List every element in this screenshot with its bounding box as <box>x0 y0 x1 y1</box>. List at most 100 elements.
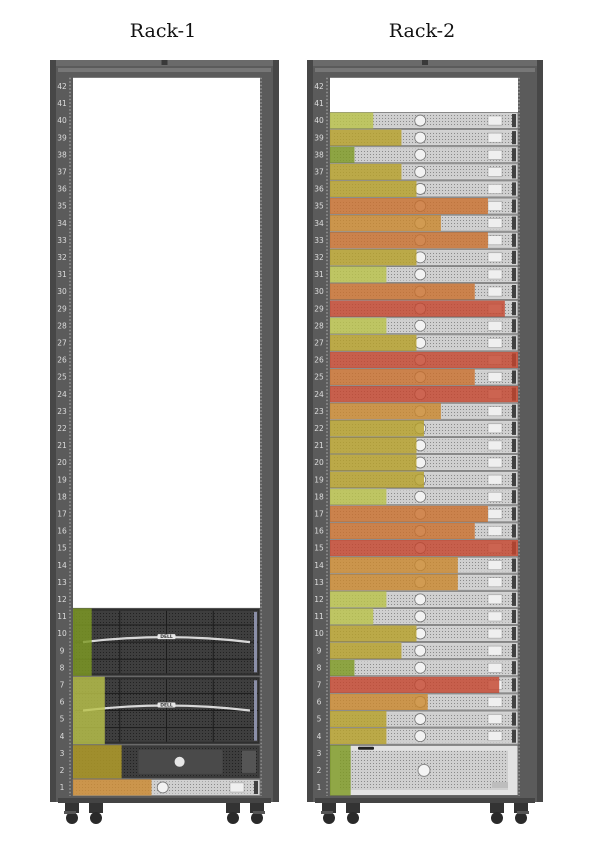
server-label-plate <box>487 526 503 536</box>
device-server2u[interactable] <box>72 744 261 779</box>
unit-number: 8 <box>317 663 322 672</box>
device-server1u[interactable] <box>329 608 519 625</box>
rack-foot <box>64 811 76 814</box>
device-server1u[interactable] <box>329 471 519 489</box>
rack-1: Rack-1 123456789101112131415161718192021… <box>50 20 279 824</box>
utilization-bar <box>330 745 351 796</box>
device-server1u[interactable] <box>329 590 519 608</box>
dell-logo-icon <box>414 713 427 725</box>
device-server1u[interactable] <box>329 180 519 198</box>
device-server1u[interactable] <box>329 727 519 745</box>
unit-number: 16 <box>314 527 324 536</box>
unit-number: 2 <box>317 766 322 775</box>
device-server1u[interactable] <box>329 300 519 318</box>
device-server1u[interactable] <box>329 317 519 335</box>
rack-caster-mount <box>65 803 79 813</box>
device-server1u[interactable] <box>329 436 519 454</box>
utilization-bar <box>73 608 92 676</box>
device-server1u[interactable] <box>329 351 519 369</box>
device-server1u[interactable] <box>329 112 519 130</box>
utilization-bar <box>330 369 475 386</box>
dell-logo-plate <box>157 634 176 640</box>
rack-caster-wheel <box>491 812 503 824</box>
rack-caster-mount <box>250 803 264 813</box>
unit-number: 19 <box>314 475 324 484</box>
device-server1u[interactable] <box>329 659 519 677</box>
unit-number: 24 <box>57 390 67 399</box>
device-server1u[interactable] <box>329 454 519 472</box>
utilization-bar <box>73 779 152 796</box>
device-server1u[interactable] <box>329 231 519 249</box>
utilization-bar <box>330 198 488 215</box>
device-server1u[interactable] <box>329 163 519 181</box>
dell-logo-icon <box>414 319 427 332</box>
device-storage[interactable]: DELL <box>72 676 261 745</box>
device-server1u[interactable] <box>72 779 261 796</box>
device-server1u[interactable] <box>329 625 519 643</box>
device-server1u[interactable] <box>329 539 519 557</box>
unit-number: 26 <box>57 356 67 365</box>
unit-number: 25 <box>57 373 67 382</box>
device-storage[interactable]: DELL <box>72 607 261 677</box>
unit-number: 35 <box>314 202 324 211</box>
device-server1u[interactable] <box>329 214 519 232</box>
device-server1u[interactable] <box>329 385 519 403</box>
device-server1u[interactable] <box>329 522 519 540</box>
utilization-bar <box>330 642 402 659</box>
utilization-bar <box>330 266 387 283</box>
utilization-bar <box>330 540 518 557</box>
utilization-bar <box>330 249 417 266</box>
device-server1u[interactable] <box>329 146 519 164</box>
unit-number: 6 <box>60 698 65 707</box>
unit-number: 11 <box>57 612 67 621</box>
device-server1u[interactable] <box>329 556 519 574</box>
device-server1u[interactable] <box>329 368 519 386</box>
server-label-plate <box>487 440 503 451</box>
device-server1u[interactable] <box>329 505 519 523</box>
unit-number: 34 <box>314 219 324 228</box>
dell-logo-icon <box>414 148 427 161</box>
dell-logo-icon <box>414 268 427 281</box>
utilization-bar <box>330 283 475 300</box>
device-server1u[interactable] <box>329 129 519 147</box>
unit-number: 32 <box>57 253 67 262</box>
dell-logo-icon <box>414 131 427 144</box>
device-server1u[interactable] <box>329 710 519 728</box>
storage-side-handle <box>254 611 257 673</box>
dell-logo-icon <box>414 610 427 623</box>
server-handle <box>358 746 374 750</box>
rack-caster-mount <box>346 803 360 813</box>
unit-number: 12 <box>314 595 324 604</box>
device-server3u[interactable] <box>329 744 519 797</box>
server-ear <box>512 319 516 333</box>
server-ear <box>512 558 516 572</box>
server-label-plate <box>487 731 503 741</box>
device-server1u[interactable] <box>329 573 519 591</box>
unit-number: 12 <box>57 595 67 604</box>
dell-logo-icon <box>414 490 427 503</box>
device-server1u[interactable] <box>329 248 519 266</box>
utilization-bar <box>330 163 402 180</box>
device-server1u[interactable] <box>329 265 519 283</box>
server-label-plate <box>487 115 503 126</box>
unit-number: 32 <box>314 253 324 262</box>
utilization-bar <box>73 676 105 745</box>
unit-number: 39 <box>57 133 67 142</box>
device-server1u[interactable] <box>329 488 519 506</box>
device-server1u[interactable] <box>329 402 519 420</box>
device-server1u[interactable] <box>329 693 519 711</box>
utilization-bar <box>330 608 374 625</box>
unit-number: 21 <box>57 441 67 450</box>
device-server1u[interactable] <box>329 642 519 660</box>
unit-number: 34 <box>57 219 67 228</box>
device-server1u[interactable] <box>329 419 519 437</box>
dell-logo-icon <box>174 756 185 767</box>
utilization-bar <box>330 232 488 249</box>
device-server1u[interactable] <box>329 334 519 352</box>
device-server1u[interactable] <box>329 283 519 301</box>
server-ear <box>512 336 516 350</box>
unit-number: 20 <box>314 458 324 467</box>
device-server1u[interactable] <box>329 197 519 215</box>
utilization-bar <box>330 129 402 146</box>
device-server1u[interactable] <box>329 676 519 694</box>
